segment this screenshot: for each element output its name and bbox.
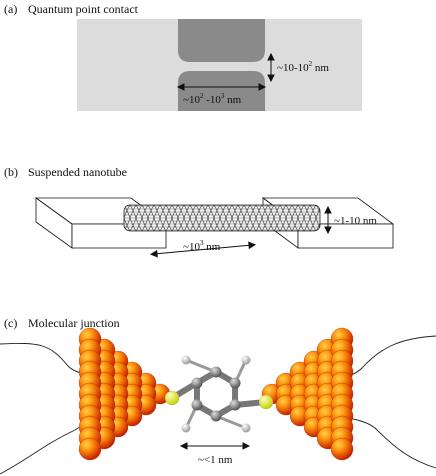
- panel-a-letter: (a): [4, 2, 18, 16]
- molecule-gap-arrow: [179, 442, 251, 450]
- molecule-gap-label: ~<1 nm: [198, 454, 233, 466]
- qpc-width-arrow: [176, 83, 267, 91]
- qpc-bottom-gate: [178, 71, 265, 111]
- panel-b-letter: (b): [4, 165, 18, 179]
- panel-a-caption: (a) Quantum point contact: [4, 2, 138, 17]
- qpc-gap-label: ~10-102 nm: [277, 60, 329, 74]
- panel-c-caption: (c) Molecular junction: [4, 316, 120, 331]
- panel-b-caption: (b) Suspended nanotube: [4, 165, 127, 180]
- nanotube-length-label: ~103 nm: [183, 239, 221, 253]
- nanotube-length-arrow: [149, 241, 257, 258]
- left-gold-electrode: [78, 327, 171, 461]
- qpc-gap-arrow: [267, 52, 275, 83]
- panel-c-letter: (c): [4, 316, 18, 330]
- right-gold-electrode: [261, 327, 354, 461]
- nanotube-diagram: ~1-10 nm ~103 nm: [34, 197, 395, 258]
- qpc-diagram: ~10-102 nm ~102 -103 nm: [77, 19, 362, 111]
- qpc-top-gate: [178, 19, 265, 62]
- carbon-nanotube: [123, 204, 321, 232]
- nanotube-diameter-arrow: [324, 205, 332, 235]
- benzene-dithiol-molecule: [164, 355, 274, 433]
- panel-suspended-nanotube: (b) Suspended nanotube ~1-10 nm ~103 nm: [0, 160, 436, 300]
- panel-c-title: Molecular junction: [28, 316, 120, 330]
- panel-quantum-point-contact: (a) Quantum point contact ~10-102 nm ~102…: [0, 0, 436, 120]
- qpc-width-label: ~102 -103 nm: [183, 92, 242, 106]
- nanotube-diameter-label: ~1-10 nm: [334, 215, 377, 227]
- panel-b-title: Suspended nanotube: [28, 165, 127, 179]
- panel-a-title: Quantum point contact: [28, 2, 138, 16]
- panel-molecular-junction: (c) Molecular junction: [0, 308, 436, 476]
- molecular-junction-diagram: ~<1 nm: [0, 327, 436, 475]
